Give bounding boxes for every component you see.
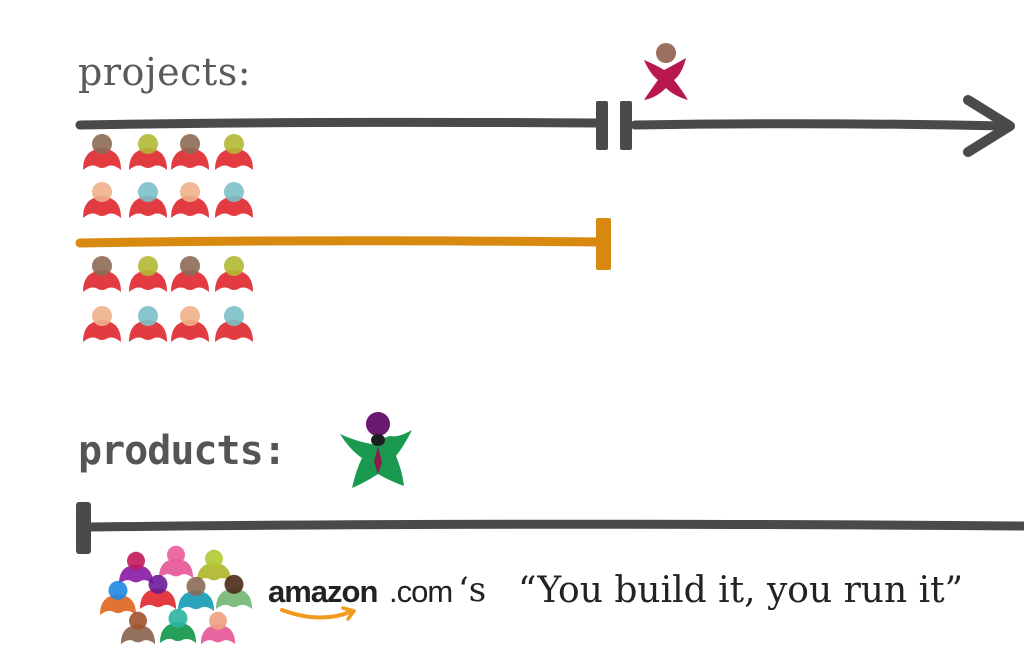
person-icon bbox=[129, 256, 167, 292]
person-icon bbox=[129, 306, 167, 342]
projects-timeline-arrow bbox=[75, 95, 1015, 157]
person-icon bbox=[83, 182, 121, 218]
amazon-smile-icon bbox=[280, 606, 356, 621]
person-icon bbox=[158, 545, 194, 579]
person-icon bbox=[171, 134, 209, 170]
amazon-wordmark: amazon bbox=[268, 574, 378, 609]
amazon-quote: “You build it, you run it” bbox=[518, 570, 964, 611]
product-owner-icon bbox=[340, 412, 412, 488]
person-icon bbox=[139, 574, 177, 610]
person-icon bbox=[129, 134, 167, 170]
person-icon bbox=[215, 134, 253, 170]
project-team-group-top bbox=[83, 134, 253, 218]
products-timeline-bar bbox=[76, 502, 1024, 554]
person-icon bbox=[118, 551, 154, 585]
person-icon bbox=[83, 306, 121, 342]
person-icon bbox=[83, 256, 121, 292]
person-icon bbox=[83, 134, 121, 170]
project-duration-bar bbox=[75, 218, 611, 270]
project-team-group-bottom bbox=[83, 256, 253, 342]
person-icon bbox=[215, 306, 253, 342]
person-icon bbox=[159, 608, 197, 644]
products-label: products: bbox=[78, 428, 287, 474]
person-icon bbox=[129, 182, 167, 218]
person-icon bbox=[196, 549, 232, 583]
person-icon bbox=[215, 256, 253, 292]
person-icon bbox=[177, 576, 215, 612]
projects-label: projects: bbox=[78, 50, 251, 94]
person-icon bbox=[171, 182, 209, 218]
product-team-group bbox=[99, 545, 253, 645]
project-manager-icon bbox=[644, 43, 688, 100]
person-icon bbox=[215, 182, 253, 218]
person-icon bbox=[171, 256, 209, 292]
amazon-tld: .com bbox=[389, 574, 453, 609]
person-icon bbox=[120, 611, 156, 645]
person-icon bbox=[99, 580, 137, 616]
person-icon bbox=[171, 306, 209, 342]
possessive-suffix: ‘s bbox=[458, 570, 487, 610]
person-icon bbox=[200, 611, 236, 645]
person-icon bbox=[215, 574, 253, 610]
